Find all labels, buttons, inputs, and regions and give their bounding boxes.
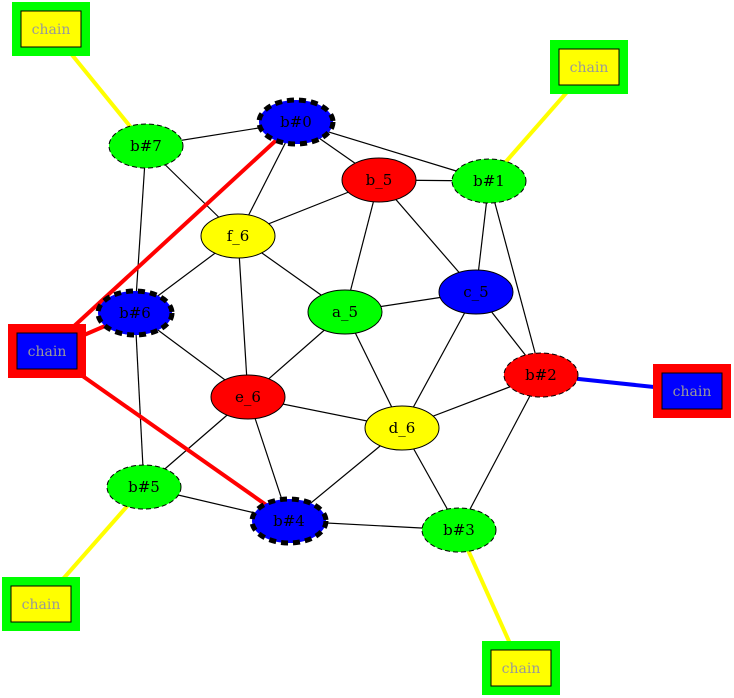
node-b2[interactable]: b#2 xyxy=(503,352,579,398)
node-ellipse xyxy=(256,97,336,147)
node-ellipse xyxy=(106,464,182,510)
chain-inner-box xyxy=(20,10,82,48)
node-label: e_6 xyxy=(235,388,261,406)
node-f_6[interactable]: f_6 xyxy=(200,213,276,259)
chain-b6-box[interactable]: chain xyxy=(8,324,86,378)
chain-b3-box[interactable]: chain xyxy=(482,641,560,695)
chain-label: chain xyxy=(22,597,61,613)
node-ellipse xyxy=(307,289,383,335)
node-label: b#7 xyxy=(130,137,162,155)
node-ellipse xyxy=(503,352,579,398)
node-label: b#5 xyxy=(128,478,160,496)
node-ellipse xyxy=(341,157,417,203)
chain-label: chain xyxy=(570,60,609,76)
node-label: b#6 xyxy=(119,304,151,322)
node-label: b#2 xyxy=(525,366,557,384)
edge-b6-b5 xyxy=(134,312,145,488)
node-b3[interactable]: b#3 xyxy=(421,507,497,553)
node-label: a_5 xyxy=(332,303,358,321)
chain-inner-box xyxy=(661,372,723,410)
node-label: d_6 xyxy=(389,419,416,437)
node-ellipse xyxy=(421,507,497,553)
chain-b2-box[interactable]: chain xyxy=(653,364,731,418)
node-a_5[interactable]: a_5 xyxy=(307,289,383,335)
chain-label: chain xyxy=(32,22,71,38)
node-b_5[interactable]: b_5 xyxy=(341,157,417,203)
node-label: c_5 xyxy=(463,283,488,301)
edge-f_6-e_6 xyxy=(237,235,249,398)
node-ellipse xyxy=(108,123,184,169)
node-label: b_5 xyxy=(366,171,393,189)
edge-b2-b3 xyxy=(458,374,542,531)
node-b7[interactable]: b#7 xyxy=(108,123,184,169)
chain-inner-box xyxy=(558,48,620,86)
node-label: b#3 xyxy=(443,521,475,539)
node-c_5[interactable]: c_5 xyxy=(438,269,514,315)
chain-b7-box[interactable]: chain xyxy=(12,2,90,56)
node-d_6[interactable]: d_6 xyxy=(364,405,440,451)
chain-b5-box[interactable]: chain xyxy=(2,577,80,631)
node-ellipse xyxy=(210,374,286,420)
node-label: f_6 xyxy=(227,227,250,245)
node-b4[interactable]: b#4 xyxy=(249,496,329,546)
node-ellipse xyxy=(364,405,440,451)
node-label: b#0 xyxy=(280,113,312,131)
node-ellipse xyxy=(95,288,175,338)
edge-c_5-d_6 xyxy=(401,291,477,429)
edge-chain-b6-b0 xyxy=(45,120,298,353)
chain-label: chain xyxy=(28,344,67,360)
node-label: b#1 xyxy=(473,172,505,190)
node-ellipse xyxy=(249,496,329,546)
chain-inner-box xyxy=(490,649,552,687)
node-b6[interactable]: b#6 xyxy=(95,288,175,338)
chain-label: chain xyxy=(673,384,712,400)
edge-b1-b2 xyxy=(488,180,542,376)
nodes-layer: b#0 b#1 b#2 b#3 b#4 b#5 b#6 b#7 b_5 f_6 a_5 c_5 e_6d… xyxy=(95,97,579,553)
edge-b7-b6 xyxy=(134,145,147,314)
node-b5[interactable]: b#5 xyxy=(106,464,182,510)
node-ellipse xyxy=(200,213,276,259)
chain-inner-box xyxy=(10,585,72,623)
chain-inner-box xyxy=(16,332,78,370)
node-e_6[interactable]: e_6 xyxy=(210,374,286,420)
chain-label: chain xyxy=(502,661,541,677)
node-label: b#4 xyxy=(273,512,305,530)
node-ellipse xyxy=(451,158,527,204)
node-ellipse xyxy=(438,269,514,315)
chain-b1-box[interactable]: chain xyxy=(550,40,628,94)
edge-chain-b6-b4 xyxy=(45,349,291,523)
node-b1[interactable]: b#1 xyxy=(451,158,527,204)
node-b0[interactable]: b#0 xyxy=(256,97,336,147)
